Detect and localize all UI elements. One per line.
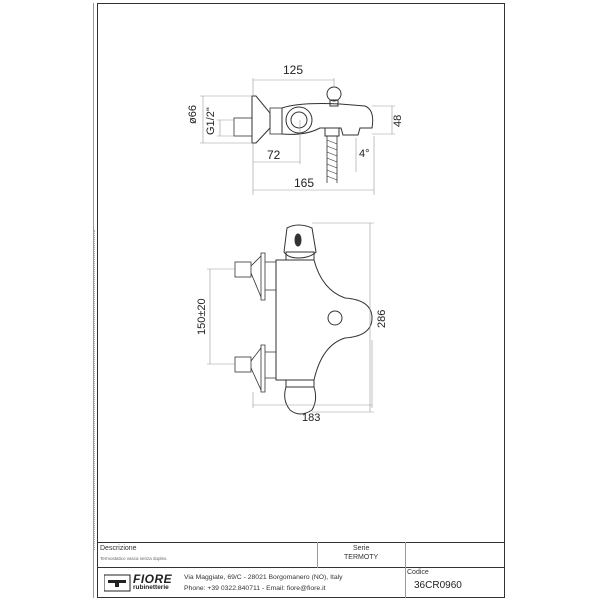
top-view-mixer: [233, 86, 374, 183]
series-value: TERMOTY: [344, 554, 379, 561]
description-value: Termostatico vasca senza duplex.: [100, 556, 168, 561]
description-label: Descrizione: [100, 545, 137, 552]
margin-marker: [94, 230, 97, 550]
faucet-logo-icon: [103, 574, 131, 592]
code-value: 36CR0960: [414, 580, 462, 591]
dimension-label: 165: [294, 176, 315, 190]
logo-subtext: rubinetterie: [133, 584, 169, 591]
series-label: Serie: [353, 545, 370, 552]
company-contact: Phone: +39 0322.840711 - Email: fiore@fi…: [184, 585, 326, 592]
dimension-label: ø66: [187, 105, 199, 124]
code-label: Codice: [407, 569, 429, 576]
fiore-logo: FIORE rubinetterie: [103, 572, 174, 593]
drawing-frame: [97, 3, 505, 598]
front-view-mixer: [234, 224, 373, 415]
title-block-divider: [317, 542, 318, 568]
dimension-label: 125: [283, 63, 304, 77]
front-view-dimension-lines: [207, 222, 374, 413]
dimension-label: 183: [302, 412, 321, 424]
logo-text: FIORE: [133, 572, 173, 586]
company-address: Via Maggiate, 69/C - 28021 Borgomanero (…: [184, 574, 343, 581]
dimension-label: 72: [267, 148, 281, 162]
dimension-label: 150±20: [196, 298, 208, 335]
top-view-dimension-lines: [200, 78, 395, 195]
title-block: [97, 542, 505, 568]
dimension-label: 286: [376, 309, 388, 328]
dimension-label: 48: [392, 114, 404, 127]
dimension-label: G1/2": [205, 107, 217, 135]
drawing-frame-outer: [93, 3, 506, 598]
dimension-label: 4°: [359, 148, 370, 160]
title-block-divider: [405, 542, 406, 598]
